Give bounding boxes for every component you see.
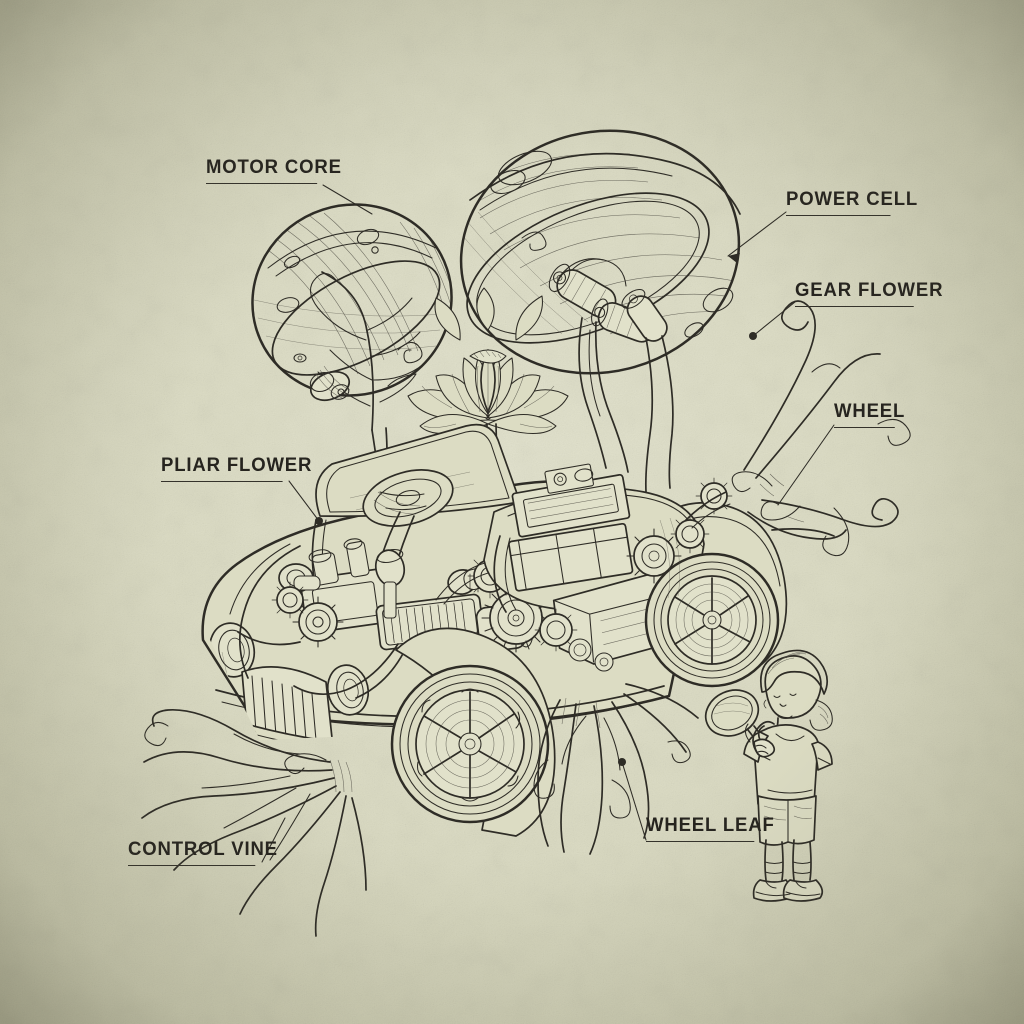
- roots-rear: [533, 683, 699, 855]
- leader-gear-flower: [752, 301, 796, 337]
- callout-label-gear-flower[interactable]: GEAR FLOWER: [795, 280, 942, 307]
- cutaway-car: [200, 423, 788, 837]
- roots-front: [141, 709, 367, 937]
- leader-power-cell: [727, 211, 787, 257]
- callout-leaders: [261, 184, 835, 863]
- leader-motor-core: [322, 184, 373, 215]
- callout-label-pliar-flower[interactable]: PLIAR FLOWER: [161, 455, 311, 482]
- dot-pliar-flower: [315, 517, 323, 525]
- leader-control-vine: [261, 817, 286, 863]
- leader-wheel-leaf: [621, 761, 647, 841]
- dot-gear-flower: [749, 332, 757, 340]
- arrow-power-cell: [728, 253, 740, 263]
- dot-wheel-leaf: [618, 758, 626, 766]
- callout-terminals: [315, 253, 757, 766]
- callout-label-motor-core[interactable]: MOTOR CORE: [206, 157, 341, 184]
- mushroom-right: [455, 129, 765, 493]
- callout-label-control-vine[interactable]: CONTROL VINE: [128, 839, 277, 866]
- leader-wheel: [777, 424, 835, 506]
- callout-label-wheel-leaf[interactable]: WHEEL LEAF: [646, 815, 774, 842]
- wheel-front: [390, 627, 556, 837]
- callout-label-wheel[interactable]: WHEEL: [834, 401, 904, 428]
- gear-small-a: [292, 596, 344, 648]
- wheel-rear: [644, 552, 780, 688]
- tendrils-right: [685, 300, 911, 557]
- child-figure: [704, 649, 833, 902]
- magnifying-glass-icon: [704, 689, 769, 759]
- leader-pliar-flower: [288, 480, 320, 522]
- callout-label-power-cell[interactable]: POWER CELL: [786, 189, 917, 216]
- mushroom-left: [251, 203, 469, 477]
- gear-small-b: [271, 581, 309, 619]
- gear-cluster-right: [626, 477, 733, 584]
